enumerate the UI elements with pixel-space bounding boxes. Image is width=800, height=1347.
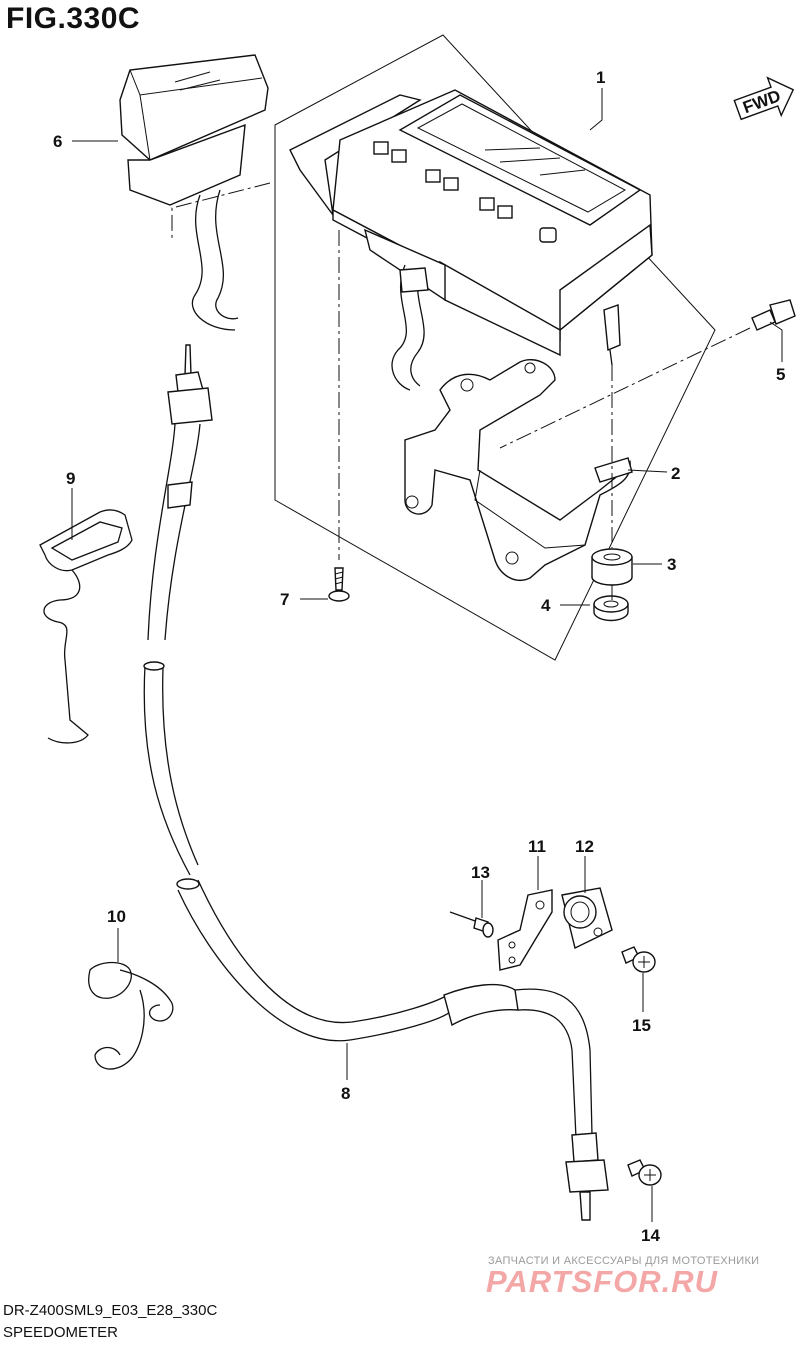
watermark-tagline: ЗАПЧАСТИ И АКСЕССУАРЫ ДЛЯ МОТОТЕХНИКИ xyxy=(488,1255,760,1267)
callout-1: 1 xyxy=(596,68,605,87)
part-6-indicator-lamp[interactable] xyxy=(119,54,269,331)
part-9-clamp[interactable] xyxy=(39,509,133,744)
callout-3: 3 xyxy=(667,555,676,574)
callout-7: 7 xyxy=(280,590,289,609)
part-1-meter-unit[interactable] xyxy=(289,89,653,391)
leader-5 xyxy=(769,321,783,362)
callout-4: 4 xyxy=(541,596,551,615)
callout-6: 6 xyxy=(53,132,62,151)
part-3-grommet[interactable] xyxy=(591,548,633,586)
callout-12: 12 xyxy=(575,837,594,856)
part-4-washer[interactable] xyxy=(593,595,629,622)
assembly-frame xyxy=(274,34,716,661)
figure-code: DR-Z400SML9_E03_E28_330C xyxy=(3,1302,218,1319)
ref-line-lamp xyxy=(171,182,271,238)
callout-5: 5 xyxy=(776,365,785,384)
part-13-pin[interactable] xyxy=(449,911,494,938)
leader-1 xyxy=(589,88,603,131)
callout-13: 13 xyxy=(471,863,490,882)
part-8-speedometer-cable[interactable] xyxy=(143,344,609,1221)
part-7-screw[interactable] xyxy=(328,567,350,602)
fwd-arrow-icon: FWD xyxy=(733,76,795,121)
leader-2 xyxy=(627,469,668,473)
part-14-screw[interactable] xyxy=(627,1159,662,1186)
figure-title: FIG.330C xyxy=(6,2,141,35)
watermark-logo: PARTSFOR.RU xyxy=(486,1264,719,1299)
callout-10: 10 xyxy=(107,907,126,926)
ref-line-bolt xyxy=(499,327,751,449)
part-2-bracket[interactable] xyxy=(404,359,633,581)
part-5-bolt[interactable] xyxy=(751,299,796,331)
part-12-clamp[interactable] xyxy=(561,887,613,950)
callout-9: 9 xyxy=(66,469,75,488)
callout-8: 8 xyxy=(341,1084,350,1103)
callout-2: 2 xyxy=(671,464,680,483)
part-10-clamp[interactable] xyxy=(88,961,174,1070)
callout-15: 15 xyxy=(632,1016,651,1035)
callout-11: 11 xyxy=(528,837,546,856)
figure-name: SPEEDOMETER xyxy=(3,1324,119,1341)
part-15-screw[interactable] xyxy=(621,946,656,973)
fwd-label: FWD xyxy=(740,86,783,117)
part-11-plate[interactable] xyxy=(497,889,553,971)
callout-14: 14 xyxy=(641,1226,660,1245)
